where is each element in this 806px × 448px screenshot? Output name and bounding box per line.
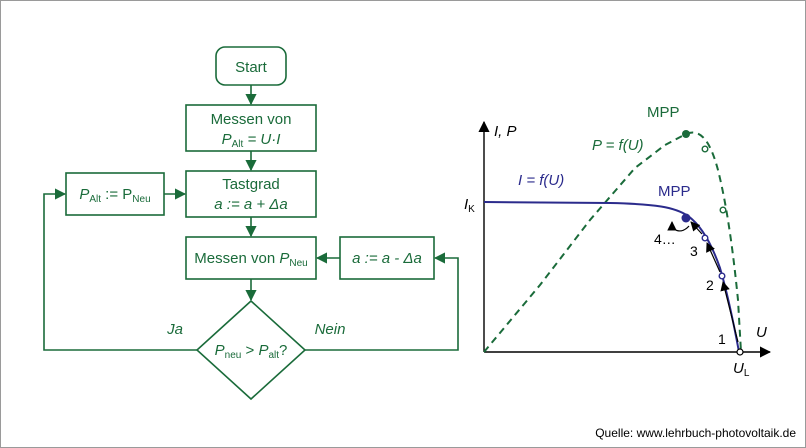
open-circuit-point xyxy=(736,348,744,356)
power-curve-label: P = f(U) xyxy=(592,137,644,154)
yes-label: Ja xyxy=(166,321,183,338)
no-label: Nein xyxy=(315,321,346,338)
loop-no xyxy=(305,252,459,351)
power-step-point xyxy=(719,206,727,214)
current-step-point xyxy=(718,272,726,280)
short-circuit-label: IK xyxy=(464,196,475,215)
decision-node xyxy=(195,299,307,401)
step-label-2: 2 xyxy=(706,277,714,293)
measure-old-line1: Messen von xyxy=(211,111,292,128)
step-arrow-2 xyxy=(706,242,721,273)
mpp-power-point xyxy=(682,130,690,138)
assign-label: PAlt := PNeu xyxy=(79,186,150,205)
duty-line1: Tastgrad xyxy=(222,176,280,193)
y-axis-label: I, P xyxy=(494,123,517,140)
duty-cycle-box xyxy=(185,170,317,218)
decrease-box xyxy=(339,236,435,280)
mpp-current-label: MPP xyxy=(658,183,691,200)
decision-label: Pneu > Palt? xyxy=(215,342,288,361)
flowchart xyxy=(43,46,459,401)
loop-yes xyxy=(43,188,197,351)
assign-box xyxy=(65,172,165,216)
step-label-4: 4… xyxy=(654,231,676,247)
current-curve xyxy=(483,201,740,353)
duty-line2: a := a + Δa xyxy=(214,196,287,213)
measure-new-label: Messen von PNeu xyxy=(194,250,307,269)
current-step-point xyxy=(701,234,709,242)
step-arrow-1 xyxy=(720,281,739,343)
flowchart-labels: Start Messen von PAlt = U·I Tastgrad a :… xyxy=(79,59,422,361)
x-axis-label: U xyxy=(756,324,767,341)
step-label-3: 3 xyxy=(690,243,698,259)
mpp-power-label: MPP xyxy=(647,104,680,121)
current-curve-label: I = f(U) xyxy=(518,172,564,189)
mpp-current-point xyxy=(681,213,691,223)
step-label-1: 1 xyxy=(718,331,726,347)
measure-old-line2: PAlt = U·I xyxy=(222,131,281,150)
open-circuit-label: UL xyxy=(733,360,750,379)
source-credit: Quelle: www.lehrbuch-photovoltaik.de xyxy=(595,426,796,440)
step-arrow-3 xyxy=(690,221,703,235)
start-label: Start xyxy=(235,59,268,76)
power-step-point xyxy=(701,145,709,153)
step-arrow-4 xyxy=(667,221,690,232)
decrease-label: a := a - Δa xyxy=(352,250,422,267)
iv-graph: I, P U I = f(U) P = f(U) MPP MPP IK UL 1… xyxy=(464,104,772,379)
power-curve xyxy=(483,131,742,353)
